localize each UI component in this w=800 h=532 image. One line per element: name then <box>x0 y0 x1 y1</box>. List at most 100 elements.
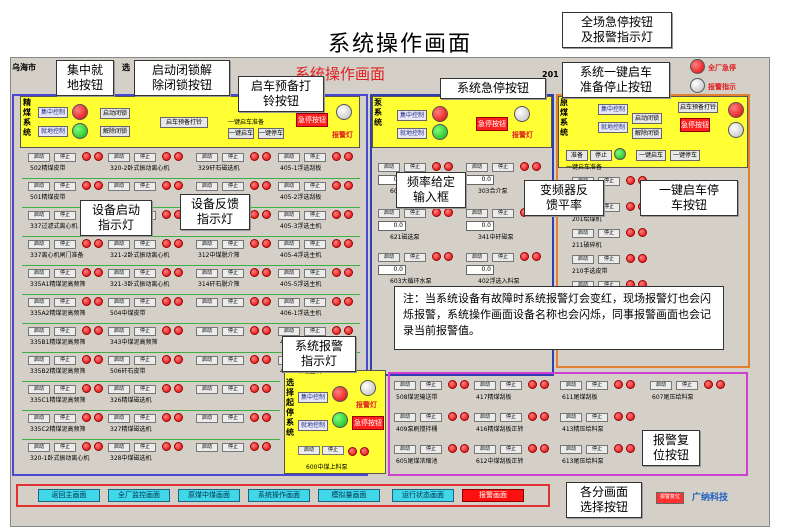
start-button[interactable]: 启动 <box>108 385 130 394</box>
nav-button[interactable]: 运行状态画面 <box>392 489 454 502</box>
stop-button[interactable]: 停止 <box>54 269 76 278</box>
stop-button[interactable]: 停止 <box>304 211 326 220</box>
start-button[interactable]: 启动 <box>394 413 416 422</box>
stop-button[interactable]: 停止 <box>134 153 156 162</box>
stop-button[interactable]: 停止 <box>586 381 608 390</box>
stop-button[interactable]: 停止 <box>586 445 608 454</box>
nav-button[interactable]: 系统操作画面 <box>248 489 310 502</box>
start-button[interactable]: 启动 <box>278 269 300 278</box>
stop-button[interactable]: 停止 <box>54 240 76 249</box>
stop-button[interactable]: 停止 <box>222 356 244 365</box>
stop-button[interactable]: 停止 <box>134 298 156 307</box>
prestart-bell-button[interactable]: 启车预备打铃 <box>160 117 208 128</box>
onekey-start-button[interactable]: 一键启车 <box>228 128 254 139</box>
select-stop-button[interactable]: 停止 <box>322 446 344 455</box>
start-button[interactable]: 启动 <box>108 240 130 249</box>
start-button[interactable]: 启动 <box>560 381 582 390</box>
select-local-button[interactable]: 就地控制 <box>298 420 328 431</box>
stop-button[interactable]: 停止 <box>420 381 442 390</box>
start-button[interactable]: 启动 <box>28 385 50 394</box>
start-button[interactable]: 启动 <box>394 445 416 454</box>
nav-button[interactable]: 全厂监控画面 <box>108 489 170 502</box>
nav-button[interactable]: 原煤中煤画面 <box>178 489 240 502</box>
start-button[interactable]: 启动 <box>108 356 130 365</box>
start-button[interactable]: 启动 <box>474 445 496 454</box>
start-button[interactable]: 启动 <box>196 298 218 307</box>
start-button[interactable]: 启动 <box>378 253 400 262</box>
local-control-button[interactable]: 就地控制 <box>38 126 68 137</box>
stop-button[interactable]: 停止 <box>404 253 426 262</box>
stop-button[interactable]: 停止 <box>54 153 76 162</box>
stop-button[interactable]: 停止 <box>500 381 522 390</box>
stop-button[interactable]: 停止 <box>304 269 326 278</box>
global-estop-lamp[interactable] <box>690 59 705 74</box>
stop-button[interactable]: 停止 <box>134 269 156 278</box>
start-button[interactable]: 启动 <box>278 298 300 307</box>
stop-button[interactable]: 停止 <box>404 209 426 218</box>
start-button[interactable]: 启动 <box>28 211 50 220</box>
start-button[interactable]: 启动 <box>560 445 582 454</box>
stop-button[interactable]: 停止 <box>404 163 426 172</box>
start-button[interactable]: 启动 <box>196 327 218 336</box>
start-button[interactable]: 启动 <box>28 153 50 162</box>
stop-button[interactable]: 停止 <box>54 356 76 365</box>
start-button[interactable]: 启动 <box>196 385 218 394</box>
start-button[interactable]: 启动 <box>28 327 50 336</box>
stop-button[interactable]: 停止 <box>54 327 76 336</box>
start-button[interactable]: 启动 <box>28 298 50 307</box>
frequency-input[interactable]: 0.0 <box>466 221 494 231</box>
stop-button[interactable]: 停止 <box>492 209 514 218</box>
start-button[interactable]: 启动 <box>474 413 496 422</box>
start-button[interactable]: 启动 <box>28 182 50 191</box>
start-button[interactable]: 启动 <box>474 381 496 390</box>
stop-button[interactable]: 停止 <box>222 269 244 278</box>
select-start-button[interactable]: 启动 <box>298 446 320 455</box>
stop-button[interactable]: 停止 <box>598 255 620 264</box>
stop-button[interactable]: 停止 <box>492 163 514 172</box>
stop-button[interactable]: 停止 <box>222 414 244 423</box>
start-button[interactable]: 启动 <box>560 413 582 422</box>
stop-button[interactable]: 停止 <box>54 385 76 394</box>
stop-button[interactable]: 停止 <box>222 385 244 394</box>
start-button[interactable]: 启动 <box>378 209 400 218</box>
select-central-button[interactable]: 集中控制 <box>298 392 328 403</box>
stop-button[interactable]: 停止 <box>222 153 244 162</box>
start-button[interactable]: 启动 <box>650 381 672 390</box>
frequency-input[interactable]: 0.0 <box>466 265 494 275</box>
stop-button[interactable]: 停止 <box>420 413 442 422</box>
start-button[interactable]: 启动 <box>196 182 218 191</box>
start-button[interactable]: 启动 <box>196 269 218 278</box>
start-button[interactable]: 启动 <box>108 327 130 336</box>
stop-button[interactable]: 停止 <box>676 381 698 390</box>
start-button[interactable]: 启动 <box>28 414 50 423</box>
stop-button[interactable]: 停止 <box>54 443 76 452</box>
stop-button[interactable]: 停止 <box>54 414 76 423</box>
start-button[interactable]: 启动 <box>378 163 400 172</box>
stop-button[interactable]: 停止 <box>54 211 76 220</box>
start-button[interactable]: 启动 <box>108 182 130 191</box>
pump-estop-button[interactable]: 急停按钮 <box>476 117 508 131</box>
start-button[interactable]: 启动 <box>108 414 130 423</box>
start-button[interactable]: 启动 <box>278 182 300 191</box>
start-button[interactable]: 启动 <box>572 229 594 238</box>
start-button[interactable]: 启动 <box>466 253 488 262</box>
stop-button[interactable]: 停止 <box>134 385 156 394</box>
start-button[interactable]: 启动 <box>394 381 416 390</box>
stop-button[interactable]: 停止 <box>222 443 244 452</box>
yuan-stop-button[interactable]: 停止 <box>590 150 612 161</box>
yuan-central-button[interactable]: 集中控制 <box>598 104 628 115</box>
stop-button[interactable]: 停止 <box>586 413 608 422</box>
stop-button[interactable]: 停止 <box>222 298 244 307</box>
stop-button[interactable]: 停止 <box>500 445 522 454</box>
start-button[interactable]: 启动 <box>196 240 218 249</box>
yuan-interlock-button[interactable]: 启动闭锁 <box>632 113 662 124</box>
onekey-stop-button[interactable]: 一键停车 <box>258 128 284 139</box>
yuan-local-button[interactable]: 就地控制 <box>598 122 628 133</box>
stop-button[interactable]: 停止 <box>222 182 244 191</box>
stop-button[interactable]: 停止 <box>500 413 522 422</box>
jingmei-estop-button[interactable]: 急停按钮 <box>296 113 328 127</box>
central-control-button[interactable]: 集中控制 <box>38 107 68 118</box>
yuan-unlock-button[interactable]: 解除闭锁 <box>632 128 662 139</box>
stop-button[interactable]: 停止 <box>304 298 326 307</box>
start-button[interactable]: 启动 <box>28 240 50 249</box>
